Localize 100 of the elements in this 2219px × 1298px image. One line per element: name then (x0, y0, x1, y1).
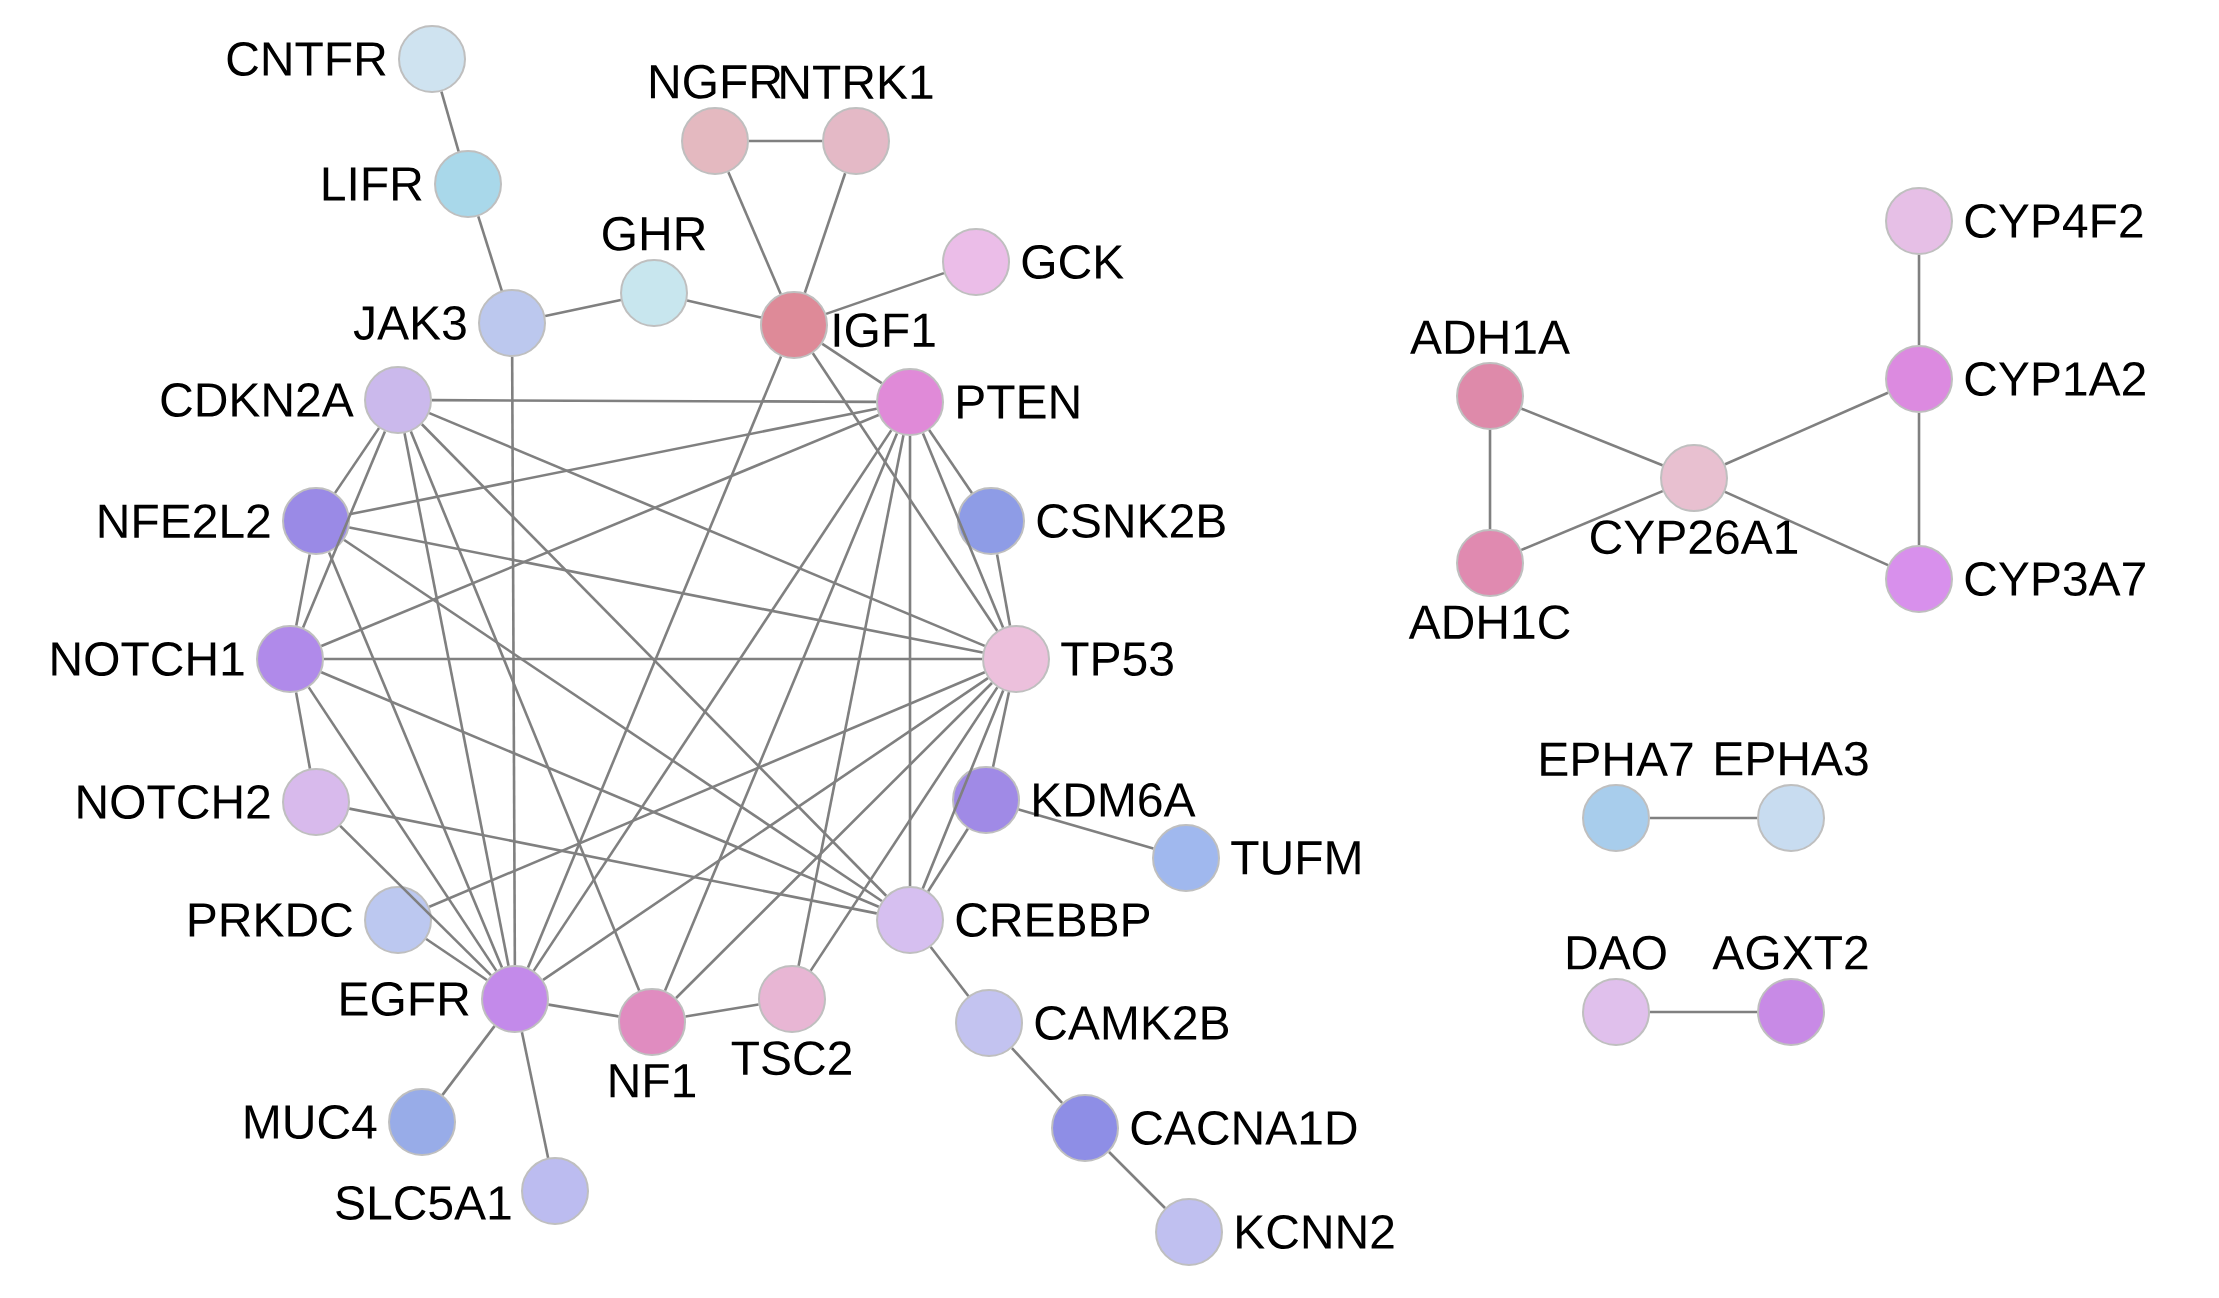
edge-line (428, 411, 986, 648)
edge-line (995, 554, 1012, 626)
gene-label: JAK3 (353, 306, 466, 340)
gene-label: IGF1 (834, 313, 935, 348)
edge-line (1917, 255, 1921, 345)
gene-label: ADH1C (1408, 605, 1570, 640)
network-node (398, 25, 466, 93)
network-node (620, 259, 688, 327)
network-node (758, 965, 826, 1033)
network-node (1757, 978, 1825, 1046)
network-node (952, 766, 1020, 834)
edge-line (821, 342, 883, 385)
network-node (1582, 978, 1650, 1046)
edge-line (327, 551, 504, 969)
edge-line (510, 357, 517, 965)
gene-label: CYP26A1 (1591, 520, 1798, 555)
edge-line (548, 1003, 619, 1018)
edge-line (928, 429, 973, 494)
network-node (1152, 824, 1220, 892)
network-node (618, 988, 686, 1056)
edge-line (324, 657, 982, 661)
edge-line (334, 427, 380, 494)
gene-label: PRKDC (189, 903, 352, 937)
edge-line (809, 686, 999, 972)
network-node (1456, 529, 1524, 597)
network-node (282, 768, 350, 836)
edge-line (686, 299, 762, 319)
gene-label: AGXT2 (1712, 935, 1868, 970)
network-node (681, 107, 749, 175)
gene-label: NOTCH1 (52, 642, 244, 676)
edge-line (727, 171, 782, 295)
network-node (876, 368, 944, 436)
edge-line (477, 216, 503, 291)
network-node (521, 1157, 589, 1225)
gene-label: TUFM (1231, 841, 1360, 875)
edge-line (307, 686, 498, 972)
network-node (1051, 1094, 1119, 1162)
gene-label: EPHA3 (1716, 741, 1868, 776)
gene-label: PTEN (958, 385, 1079, 419)
edge-line (811, 352, 999, 632)
gene-label: GHR (603, 216, 706, 251)
network-node (942, 228, 1010, 296)
network-node (982, 625, 1050, 693)
edge-line (685, 1003, 759, 1018)
edge-line (320, 671, 880, 908)
gene-label: NTRK1 (781, 65, 933, 99)
network-node (822, 107, 890, 175)
edge-line (1724, 391, 1889, 466)
edge-line (420, 423, 888, 897)
gene-label: CREBBP (956, 903, 1150, 937)
network-node (434, 150, 502, 218)
edge-line (663, 432, 899, 992)
gene-label: CACNA1D (1131, 1111, 1357, 1145)
network-node (1155, 1198, 1223, 1266)
network-node (364, 886, 432, 954)
edge-line (409, 430, 641, 992)
edge-line (428, 671, 986, 908)
edge-line (991, 691, 1011, 768)
edge-line (432, 398, 876, 404)
gene-label: CAMK2B (1035, 1006, 1229, 1040)
network-node (955, 989, 1023, 1057)
gene-label: LIFR (323, 167, 422, 201)
edge-line (1011, 1047, 1064, 1104)
gene-label: CYP1A2 (1965, 362, 2145, 396)
edge-line (1488, 430, 1492, 529)
edge-line (1108, 1151, 1166, 1209)
edge-line (339, 825, 492, 976)
gene-label: NOTCH2 (78, 785, 270, 819)
gene-label: ADH1A (1410, 320, 1570, 354)
gene-label: CDKN2A (161, 383, 354, 417)
gene-label: CSNK2B (1037, 504, 1225, 538)
network-node (481, 965, 549, 1033)
network-node (364, 366, 432, 434)
network-node (1885, 545, 1953, 613)
edge-line (532, 429, 893, 972)
edge-line (403, 433, 510, 966)
edge-line (797, 435, 905, 966)
gene-label: SLC5A1 (336, 1186, 511, 1220)
edge-line (675, 682, 993, 999)
network-node (282, 487, 350, 555)
edge-line (520, 1032, 550, 1158)
edge-line (1917, 413, 1921, 545)
edge-line (927, 828, 969, 892)
gene-label: NFE2L2 (99, 504, 270, 538)
gene-label: MUC4 (245, 1105, 377, 1139)
gene-label: NF1 (610, 1064, 695, 1098)
edge-line (545, 298, 621, 318)
edge-line (441, 1025, 496, 1096)
edge-line (825, 271, 945, 316)
gene-label: KCNN2 (1237, 1215, 1394, 1249)
edge-line (1521, 407, 1663, 467)
network-node (256, 625, 324, 693)
edge-line (1650, 816, 1757, 820)
gene-label: NGFR (650, 64, 781, 99)
edge-line (1018, 808, 1154, 850)
gene-label: EGFR (341, 982, 469, 1016)
network-node (1885, 187, 1953, 255)
edge-line (294, 692, 312, 769)
edge-line (749, 139, 822, 143)
edge-line (1724, 490, 1889, 567)
